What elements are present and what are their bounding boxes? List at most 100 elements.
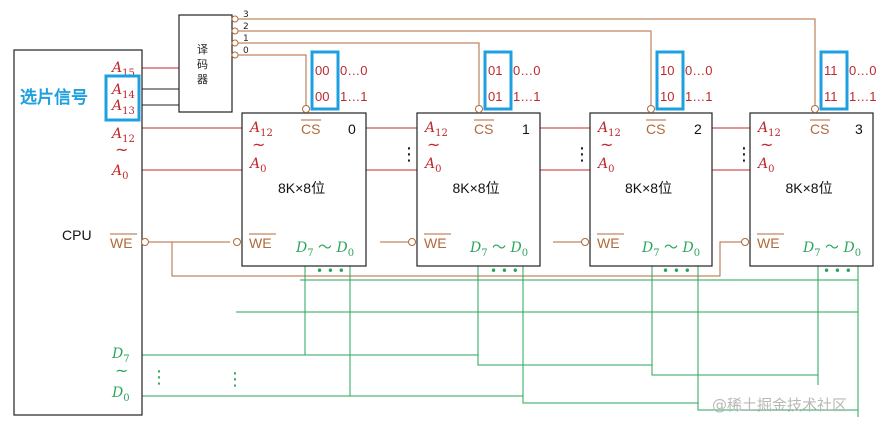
chip-data-dots: • • • [316, 264, 345, 278]
chip-cs-label: CS [474, 121, 493, 137]
chip-we-bubble [408, 238, 416, 246]
chip-range-high: 0…0 [685, 63, 712, 78]
chip-code-high: 11 [824, 63, 838, 78]
decoder-output-bubble-2 [231, 27, 239, 35]
chip-address-code-highlight [310, 50, 340, 111]
chip-range-high: 0…0 [513, 63, 540, 78]
chip-code-high: 01 [488, 63, 502, 78]
chip-data-label: D7 ～ D0 [802, 240, 861, 259]
cpu-we-bubble [141, 238, 149, 246]
chip-number: 3 [855, 121, 863, 137]
chip-code-high: 00 [315, 63, 329, 78]
chip-range-low: 1…1 [513, 89, 540, 104]
decoder-box [178, 14, 233, 113]
chip-cs-bubble [302, 105, 310, 113]
decoder-output-label-3: 3 [243, 10, 249, 20]
decoder-output-bubble-1 [231, 39, 239, 47]
between-chip-dots-1: ⋮ [573, 144, 591, 165]
cpu-a15-label: A15 [110, 60, 135, 79]
data-bus-d7 [142, 354, 818, 376]
chip-code-high: 10 [660, 63, 674, 78]
chip-address-tilde: ~ [600, 135, 613, 154]
chip-size-label: 8K×8位 [625, 180, 672, 196]
chip-cs-label: CS [646, 121, 665, 137]
watermark: @稀土掘金技术社区 [712, 396, 847, 414]
chip-number: 1 [522, 121, 530, 137]
decoder-char-3: 器 [197, 73, 208, 86]
chip-select-highlight [104, 74, 141, 122]
between-chip-dots-2: ⋮ [735, 144, 753, 165]
cpu-a13-label: A13 [110, 98, 135, 117]
chip-address-code-highlight [483, 50, 513, 111]
chip-we-label: WE [249, 235, 272, 251]
cpu-box [13, 49, 143, 416]
cpu-a0-label: A0 [110, 163, 129, 182]
chip-number: 2 [694, 121, 702, 137]
chip-a12-label: A12 [756, 120, 781, 139]
chip-size-label: 8K×8位 [278, 180, 325, 196]
select-line-1 [238, 42, 480, 113]
cpu-a12-label: A12 [110, 126, 135, 145]
chip-address-code-highlight [655, 50, 685, 111]
chip-data-label: D7 ～ D0 [469, 240, 528, 259]
select-line-0 [238, 54, 307, 113]
chip-data-label: D7 ～ D0 [295, 240, 354, 259]
cpu-label: CPU [62, 227, 92, 243]
chip-a0-label: A0 [423, 156, 442, 175]
cpu-data-dots: ⋮ [150, 367, 168, 388]
chip-box [241, 112, 367, 267]
chip-a0-label: A0 [756, 156, 775, 175]
cpu-data-tilde: ~ [115, 361, 128, 380]
chip-a12-label: A12 [423, 120, 448, 139]
decoder-output-label-1: 1 [243, 34, 249, 44]
chip-cs-bubble [647, 105, 655, 113]
cpu-d0-label: D0 [111, 385, 130, 404]
decoder-char-1: 译 [197, 43, 208, 56]
chip-range-high: 0…0 [340, 63, 367, 78]
chip-address-tilde: ~ [252, 135, 265, 154]
chip-we-bubble [233, 238, 241, 246]
chip-data-dots: • • • [662, 264, 691, 278]
data-bus-d0 [142, 395, 858, 411]
between-chip-dots-0: ⋮ [400, 144, 418, 165]
chip-cs-label: CS [810, 121, 829, 137]
wire-we-return [171, 241, 745, 277]
chip-size-label: 8K×8位 [453, 180, 500, 196]
decoder-output-bubble-0 [231, 51, 239, 59]
decoder-output-bubble-3 [231, 15, 239, 23]
chip-a12-label: A12 [248, 120, 273, 139]
cpu-d7-label: D7 [111, 346, 130, 365]
decoder-char-2: 码 [197, 58, 208, 71]
chip-select-label: 选片信号 [20, 87, 88, 108]
chip-we-label: WE [424, 235, 447, 251]
chip-a12-label: A12 [596, 120, 621, 139]
chip-range-low: 1…1 [340, 89, 367, 104]
chip-box [416, 112, 541, 267]
chip-size-label: 8K×8位 [786, 180, 833, 196]
chip-we-bubble [581, 238, 589, 246]
decoder-output-label-0: 0 [243, 46, 249, 56]
chip-box [749, 112, 874, 267]
chip-number: 0 [348, 121, 356, 137]
chip-range-low: 1…1 [849, 89, 876, 104]
chip-data-label: D7 ～ D0 [641, 240, 700, 259]
chip-data-dots: • • • [490, 264, 519, 278]
chip-a0-label: A0 [596, 156, 615, 175]
chip-box [589, 112, 713, 267]
bus-data-dots: ⋮ [226, 369, 244, 390]
chip-a0-label: A0 [248, 156, 267, 175]
chip-code-low: 01 [488, 89, 502, 104]
wiring [142, 18, 859, 417]
chip-address-tilde: ~ [760, 135, 773, 154]
chip-cs-bubble [475, 105, 483, 113]
chip-we-label: WE [757, 235, 780, 251]
select-line-2 [238, 30, 652, 113]
chip-code-low: 10 [660, 89, 674, 104]
chip-range-high: 0…0 [849, 63, 876, 78]
